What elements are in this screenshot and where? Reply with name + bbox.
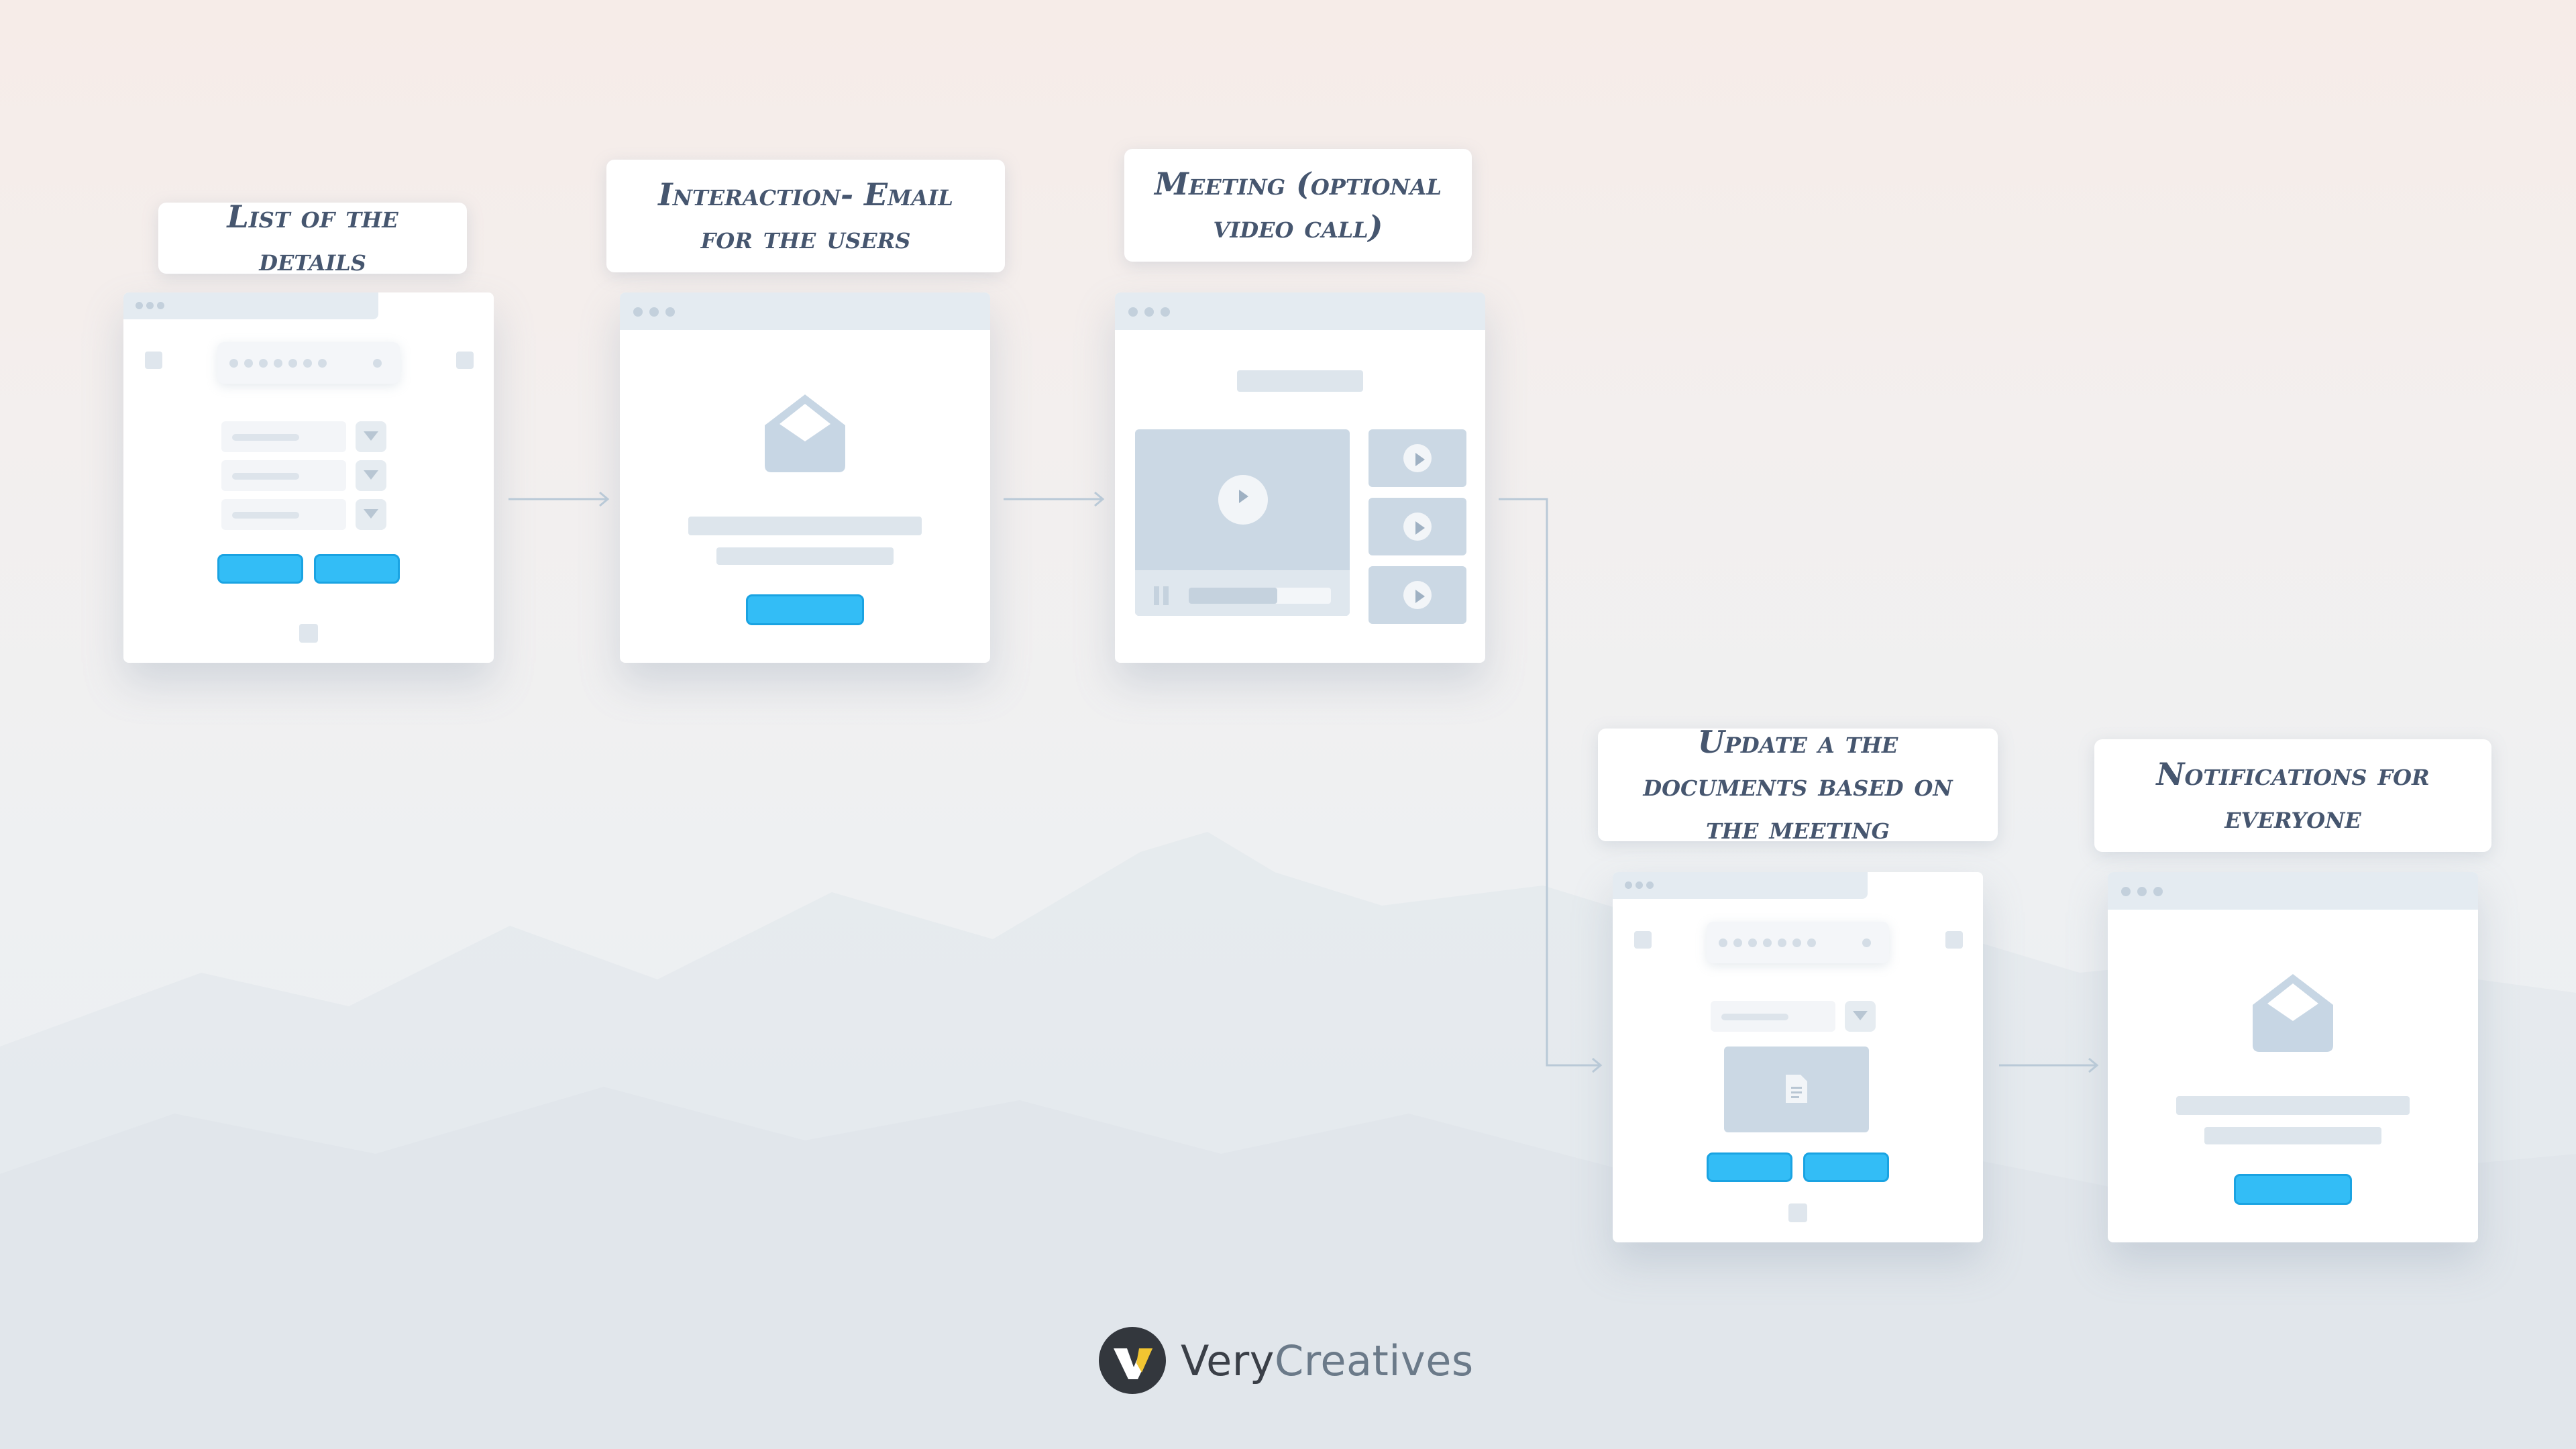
step-5-label: Notifications for everyone [2094, 739, 2491, 852]
window-control [1945, 931, 1963, 949]
pagination-indicator [299, 624, 318, 643]
primary-button [217, 554, 303, 584]
participant-video [1368, 498, 1466, 555]
arrow-3-4 [1499, 498, 1601, 1067]
select-field [221, 499, 346, 530]
pagination-indicator [1788, 1203, 1807, 1222]
text-line [2204, 1127, 2381, 1144]
envelope-icon [2253, 974, 2333, 1052]
step-2-label: Interaction- Email for the users [606, 160, 1005, 272]
dropdown-icon [356, 499, 386, 530]
details-form-wireframe [123, 292, 494, 663]
document-preview [1724, 1046, 1869, 1132]
step-3-label: Meeting (optional video call) [1124, 149, 1472, 262]
primary-button [1707, 1152, 1792, 1182]
select-field [1711, 1001, 1835, 1032]
secondary-button [314, 554, 400, 584]
document-update-wireframe [1613, 872, 1983, 1242]
window-titlebar [2108, 872, 2478, 910]
play-icon [1403, 581, 1432, 609]
window-titlebar [1613, 872, 1868, 899]
play-icon [1218, 475, 1268, 525]
envelope-icon [765, 394, 845, 472]
brand-name: VeryCreatives [1181, 1336, 1474, 1385]
participant-video [1368, 429, 1466, 487]
pause-icon [1154, 586, 1159, 605]
text-line [2176, 1096, 2410, 1115]
select-field [221, 421, 346, 452]
play-icon [1403, 444, 1432, 472]
step-4-label: Update a the documents based on the meet… [1598, 724, 1998, 846]
dropdown-icon [356, 421, 386, 452]
play-icon [1403, 513, 1432, 541]
participant-video [1368, 566, 1466, 624]
primary-button [2234, 1174, 2352, 1205]
text-line [688, 517, 922, 535]
dropdown-icon [1845, 1001, 1876, 1032]
meeting-title-bar [1237, 370, 1363, 392]
document-icon [1786, 1075, 1807, 1103]
window-titlebar [123, 292, 378, 319]
primary-button [746, 594, 864, 625]
dropdown-icon [356, 460, 386, 491]
main-video [1135, 429, 1350, 616]
window-control [145, 352, 162, 369]
logo-icon [1099, 1327, 1166, 1394]
video-call-wireframe [1115, 292, 1485, 663]
window-titlebar [1115, 292, 1485, 330]
window-control [456, 352, 474, 369]
select-field [221, 460, 346, 491]
secondary-button [1803, 1152, 1889, 1182]
email-wireframe [620, 292, 990, 663]
brand-logo: VeryCreatives [1097, 1326, 1474, 1395]
search-input [1707, 922, 1889, 963]
notification-email-wireframe [2108, 872, 2478, 1242]
window-titlebar [620, 292, 990, 330]
step-1-label: List of the details [158, 199, 467, 278]
window-control [1634, 931, 1652, 949]
search-input [217, 342, 400, 384]
text-line [716, 547, 894, 565]
